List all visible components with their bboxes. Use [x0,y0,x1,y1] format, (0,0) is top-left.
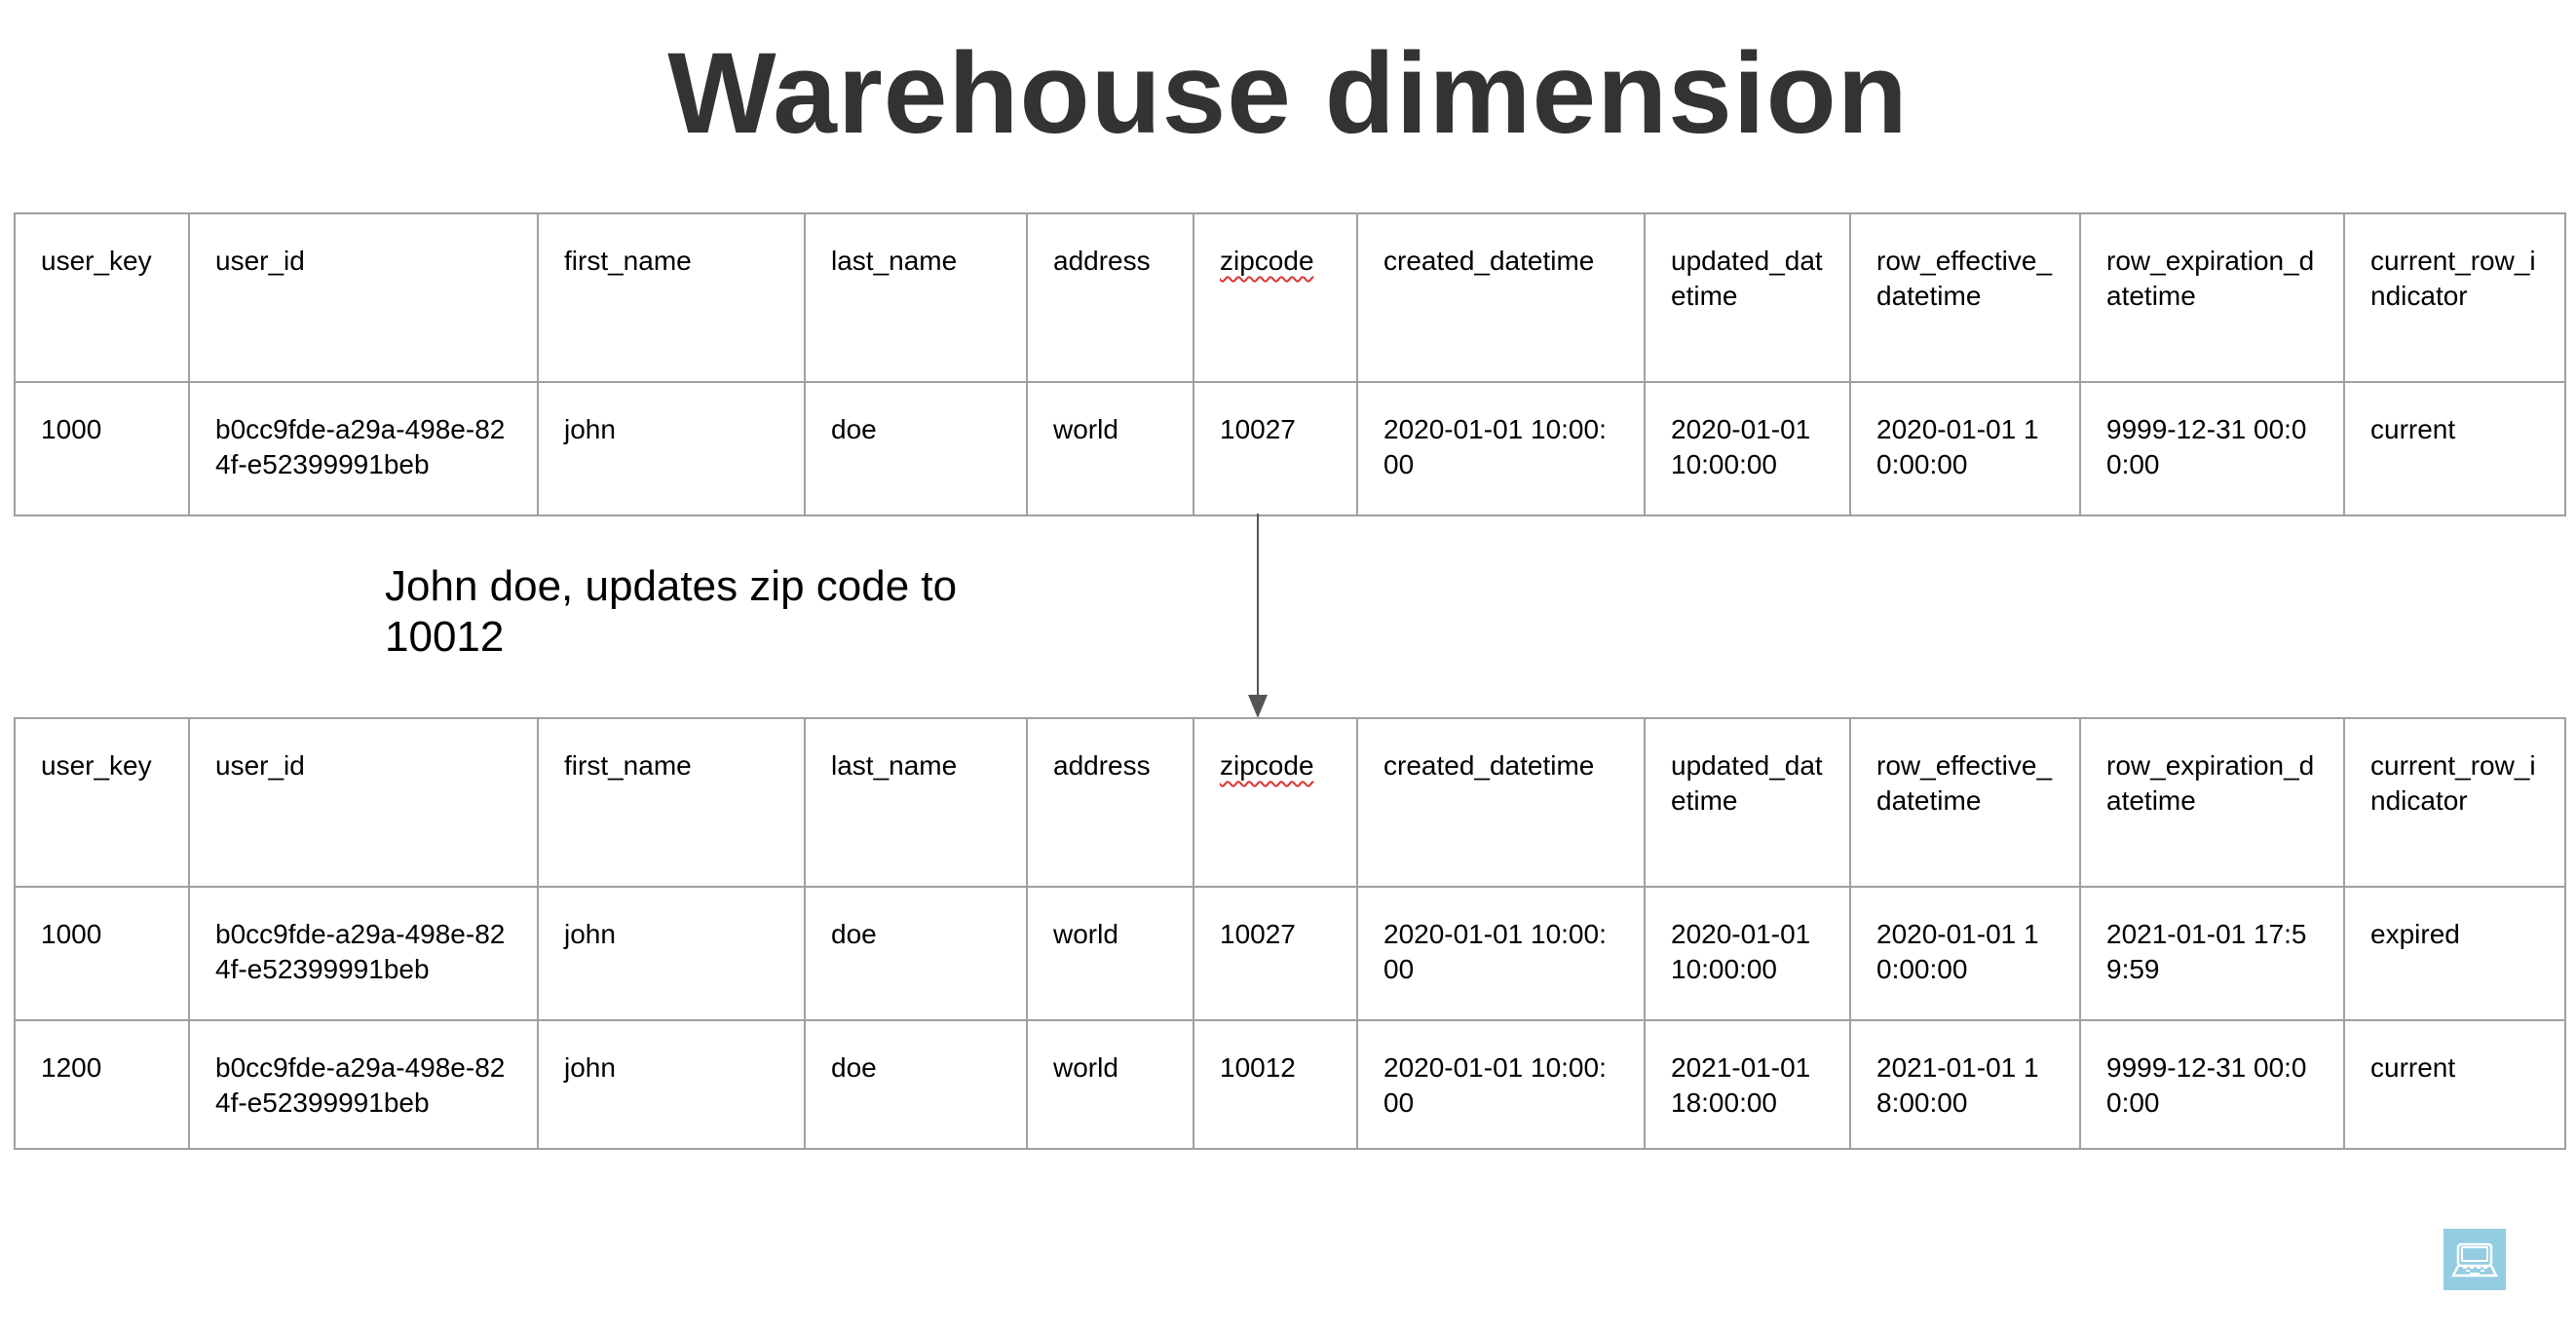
table-before: user_key user_id first_name last_name addres… [14,212,2566,516]
header-row: user_key user_id first_name last_name addres… [14,717,2566,888]
table-cell: doe [804,381,1028,516]
column-header-label: user_key [41,246,152,276]
annotation-text: John doe, updates zip code to 10012 [385,562,958,661]
column-header: created_datetime [1356,717,1646,888]
column-header: row_expiration_datetime [2079,212,2345,383]
column-header: user_id [188,212,539,383]
column-header: row_effective_datetime [1849,212,2081,383]
column-header-label: user_id [215,750,305,781]
table-cell: expired [2343,886,2566,1021]
column-header-label: user_key [41,750,152,781]
table-cell: world [1026,381,1194,516]
column-header-label: row_expiration_datetime [2106,246,2315,311]
column-header-label: row_effective_datetime [1876,246,2053,311]
column-header: current_row_indicator [2343,212,2566,383]
table-cell: 10012 [1193,1019,1358,1150]
column-header: last_name [804,212,1028,383]
table-cell: b0cc9fde-a29a-498e-824f-e52399991beb [188,381,539,516]
table-cell: current [2343,381,2566,516]
column-header: address [1026,212,1194,383]
table-cell: b0cc9fde-a29a-498e-824f-e52399991beb [188,886,539,1021]
column-header: first_name [537,717,806,888]
column-header-label: first_name [564,750,692,781]
table-cell: 2021-01-01 17:59:59 [2079,886,2345,1021]
table-cell: 1000 [14,886,190,1021]
table-cell: 9999-12-31 00:00:00 [2079,1019,2345,1150]
column-header-label: address [1053,750,1151,781]
table-cell: 10027 [1193,886,1358,1021]
table-cell: 1000 [14,381,190,516]
laptop-icon[interactable] [2443,1229,2506,1290]
column-header-label: current_row_indicator [2370,750,2536,816]
column-header-label: address [1053,246,1151,276]
column-header-label: updated_datetime [1671,246,1823,311]
column-header-label: created_datetime [1383,246,1595,276]
column-header: current_row_indicator [2343,717,2566,888]
column-header-label: row_expiration_datetime [2106,750,2315,816]
page-title: Warehouse dimension [667,29,1909,158]
column-header: user_id [188,717,539,888]
column-header: zipcode [1193,212,1358,383]
column-header-label: current_row_indicator [2370,246,2536,311]
column-header: first_name [537,212,806,383]
table-cell: world [1026,1019,1194,1150]
column-header: row_expiration_datetime [2079,717,2345,888]
table-cell: john [537,1019,806,1150]
table-cell: 2021-01-01 18:00:00 [1849,1019,2081,1150]
table-cell: 2020-01-01 10:00:00 [1356,886,1646,1021]
column-header-label: zipcode [1220,750,1314,781]
column-header: address [1026,717,1194,888]
table-cell: 1200 [14,1019,190,1150]
column-header-label: zipcode [1220,246,1314,276]
column-header-label: first_name [564,246,692,276]
table-cell: 2020-01-01 10:00:00 [1644,886,1851,1021]
table-cell: world [1026,886,1194,1021]
column-header-label: last_name [831,246,958,276]
table-cell: 2020-01-01 10:00:00 [1644,381,1851,516]
table-cell: john [537,886,806,1021]
table-cell: current [2343,1019,2566,1150]
header-row: user_key user_id first_name last_name addres… [14,212,2566,383]
table-cell: 9999-12-31 00:00:00 [2079,381,2345,516]
column-header: created_datetime [1356,212,1646,383]
table-after: user_key user_id first_name last_name addres… [14,717,2566,1150]
arrow-down-icon [1248,695,1268,718]
table-cell: 10027 [1193,381,1358,516]
table-cell: doe [804,1019,1028,1150]
column-header-label: last_name [831,750,958,781]
column-header: last_name [804,717,1028,888]
column-header-label: user_id [215,246,305,276]
table-cell: b0cc9fde-a29a-498e-824f-e52399991beb [188,1019,539,1150]
table-cell: 2020-01-01 10:00:00 [1849,886,2081,1021]
column-header-label: updated_datetime [1671,750,1823,816]
column-header: updated_datetime [1644,717,1851,888]
table-cell: john [537,381,806,516]
arrow-line [1257,514,1259,699]
table-cell: doe [804,886,1028,1021]
column-header: row_effective_datetime [1849,717,2081,888]
column-header: zipcode [1193,717,1358,888]
column-header-label: row_effective_datetime [1876,750,2053,816]
table-cell: 2020-01-01 10:00:00 [1356,381,1646,516]
table-cell: 2020-01-01 10:00:00 [1356,1019,1646,1150]
column-header: user_key [14,717,190,888]
table-cell: 2020-01-01 10:00:00 [1849,381,2081,516]
column-header-label: created_datetime [1383,750,1595,781]
column-header: updated_datetime [1644,212,1851,383]
column-header: user_key [14,212,190,383]
table-cell: 2021-01-01 18:00:00 [1644,1019,1851,1150]
